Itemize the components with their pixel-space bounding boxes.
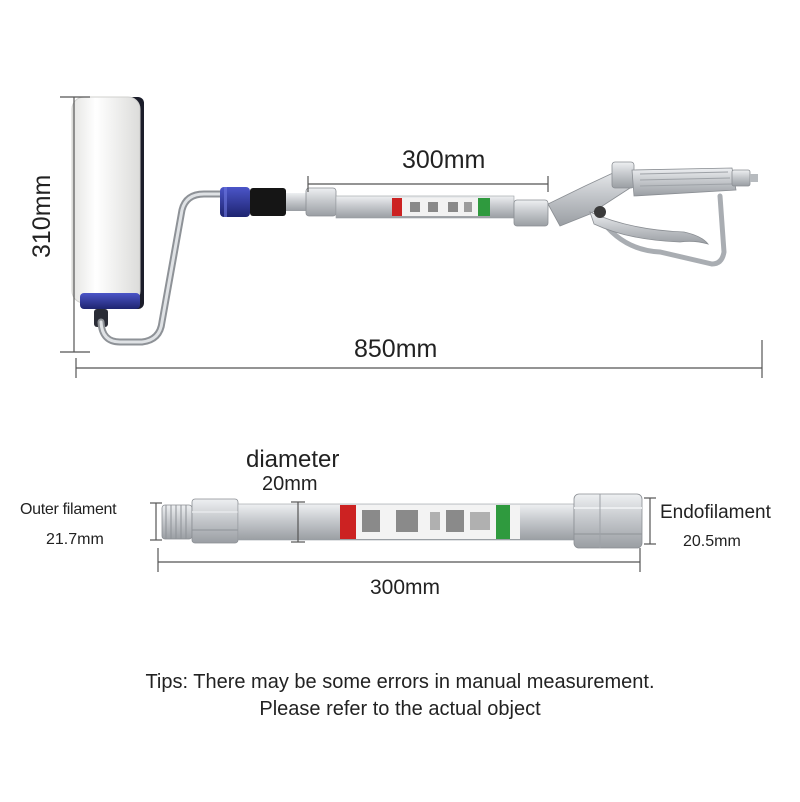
- warning-label: [392, 198, 490, 216]
- blue-coupler: [220, 187, 250, 217]
- female-coupler: [573, 493, 643, 549]
- pole-end-nut: [513, 199, 549, 227]
- roller-end-cap: [80, 293, 140, 309]
- endofilament-value: 20.5mm: [683, 533, 741, 550]
- total-length-label: 850mm: [354, 335, 438, 363]
- outer-filament-label: Outer filament: [20, 501, 117, 518]
- pole-length-label-bottom: 300mm: [370, 576, 441, 599]
- extension-pole-detail: [161, 493, 643, 549]
- tips-line-2: Please refer to the actual object: [259, 698, 541, 720]
- pole-length-label-top: 300mm: [402, 146, 486, 174]
- endofilament-label: Endofilament: [660, 502, 771, 523]
- black-coupler: [250, 188, 286, 216]
- hex-nut: [305, 187, 337, 217]
- top-dimension-lines: [60, 96, 763, 378]
- male-hex-nut: [191, 498, 239, 544]
- tips-line-1: Tips: There may be some errors in manual…: [145, 671, 655, 693]
- extension-pole-top: [335, 195, 549, 227]
- roller-handle-rod: [97, 190, 228, 346]
- spray-gun: [547, 161, 758, 267]
- outer-filament-value: 21.7mm: [46, 531, 104, 548]
- pole-coupler: [220, 187, 337, 217]
- height-label: 310mm: [28, 174, 56, 258]
- trigger: [589, 211, 710, 245]
- diameter-label: diameter: [246, 446, 340, 473]
- roller-cover: [71, 96, 141, 304]
- diameter-value: 20mm: [262, 473, 318, 495]
- bottom-dimension-lines: [150, 497, 656, 572]
- gun-grip: [631, 167, 737, 197]
- roller-assembly: [71, 96, 144, 327]
- inlet-fitting: [731, 169, 751, 187]
- short-sleeve: [286, 193, 308, 211]
- trigger-guard: [597, 193, 727, 267]
